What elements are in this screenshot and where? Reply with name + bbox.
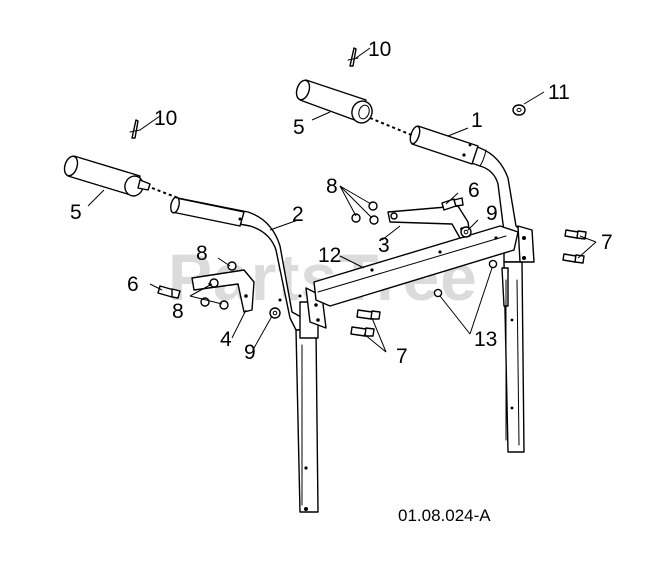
grip-tube-right: [295, 79, 415, 137]
nut-icon: [200, 261, 237, 310]
callout-10-right: 10: [368, 38, 391, 61]
callout-5-left: 5: [70, 201, 82, 224]
callout-2: 2: [292, 203, 304, 226]
callout-4: 4: [220, 328, 232, 351]
washer-icon: [269, 307, 281, 319]
callout-11: 11: [548, 81, 570, 104]
upper-handle-left: [170, 196, 313, 331]
leader-lines: [87, 47, 597, 353]
nut-icon: [351, 201, 379, 225]
callout-12: 12: [318, 244, 341, 267]
bolt-icon: [350, 309, 381, 337]
callout-5-right: 5: [293, 116, 305, 139]
callout-8-right: 8: [326, 175, 338, 198]
callout-7-lower: 7: [396, 345, 408, 368]
bracket-4: [191, 269, 255, 313]
cable-tie-icon: [347, 47, 359, 67]
grip-tube-left: [63, 155, 179, 199]
callout-8-top-left: 8: [196, 242, 208, 265]
washer-icon: [512, 104, 526, 116]
callout-6-left: 6: [127, 273, 139, 296]
callout-7-right: 7: [601, 231, 613, 254]
callout-6-right: 6: [468, 179, 480, 202]
lower-handle-right: [501, 225, 535, 453]
bolt-icon: [157, 285, 181, 299]
callout-1: 1: [471, 109, 483, 132]
cross-brace: [313, 225, 519, 307]
bracket-3: [387, 205, 471, 239]
bolt-icon: [562, 229, 587, 264]
callout-9-left: 9: [244, 341, 256, 364]
nut-icon: [433, 259, 498, 298]
lower-handle-left: [295, 287, 327, 513]
callout-9-right: 9: [486, 202, 498, 225]
figure-code: 01.08.024-A: [398, 506, 491, 525]
callout-3: 3: [378, 234, 390, 257]
callout-10-left: 10: [154, 107, 177, 130]
callout-8-bottom-left: 8: [172, 300, 184, 323]
callout-13: 13: [474, 328, 497, 351]
cable-tie-icon: [129, 119, 141, 139]
